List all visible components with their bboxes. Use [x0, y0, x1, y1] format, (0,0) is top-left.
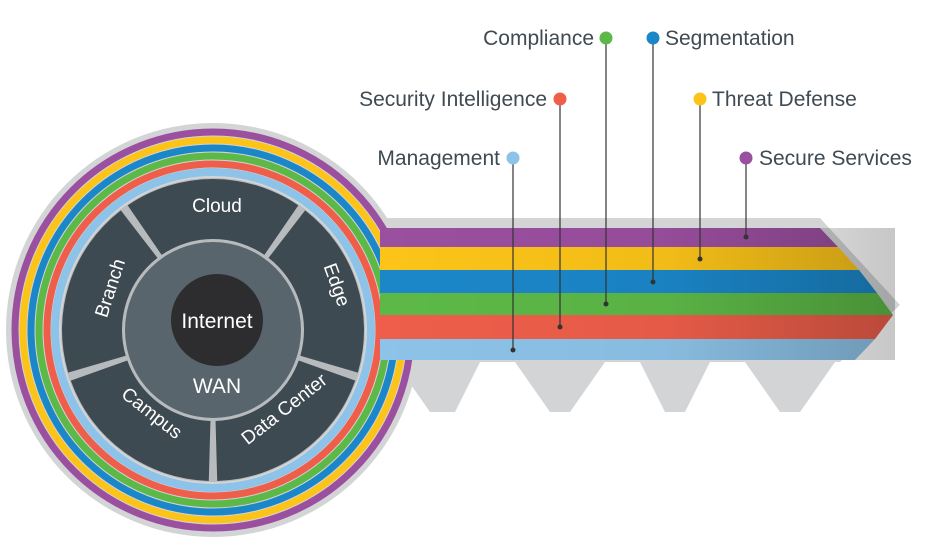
legend-dot-management	[506, 151, 520, 165]
internet-label: Internet	[181, 310, 252, 333]
segment-edge	[268, 210, 365, 373]
ring-management	[51, 168, 375, 492]
legend-label-compliance: Compliance	[483, 27, 594, 50]
callout-end-segmentation	[650, 279, 656, 285]
legend-dot-threat-defense	[693, 92, 707, 106]
legend-label-security-intelligence: Security Intelligence	[359, 88, 547, 111]
callout-end-secure-services	[743, 234, 749, 240]
key-stripes	[380, 228, 895, 360]
legend-dot-compliance	[599, 31, 613, 45]
callout-end-threat-defense	[697, 256, 703, 262]
wan-label: WAN	[193, 375, 241, 398]
legend-dot-secure-services	[739, 151, 753, 165]
callout-end-compliance	[603, 301, 609, 307]
legend-label-segmentation: Segmentation	[665, 27, 795, 50]
callout-lines	[512, 38, 747, 350]
segment-data-center	[215, 360, 356, 481]
legend-dot-segmentation	[646, 31, 660, 45]
internet-core	[171, 274, 263, 366]
legend-dot-security-intelligence	[553, 92, 567, 106]
callout-end-management	[510, 347, 516, 353]
callout-end-security-intelligence	[557, 324, 563, 330]
callout-endpoints	[510, 234, 749, 353]
segment-branch	[62, 210, 158, 373]
segment-campus	[70, 360, 211, 481]
stripe-shading	[380, 228, 895, 360]
legend-label-secure-services: Secure Services	[759, 147, 912, 170]
ring-security-intelligence	[43, 160, 383, 500]
segment-cloud	[127, 179, 299, 255]
legend-label-management: Management	[377, 147, 500, 170]
segment-label-cloud: Cloud	[192, 196, 242, 217]
legend-label-threat-defense: Threat Defense	[712, 88, 857, 111]
